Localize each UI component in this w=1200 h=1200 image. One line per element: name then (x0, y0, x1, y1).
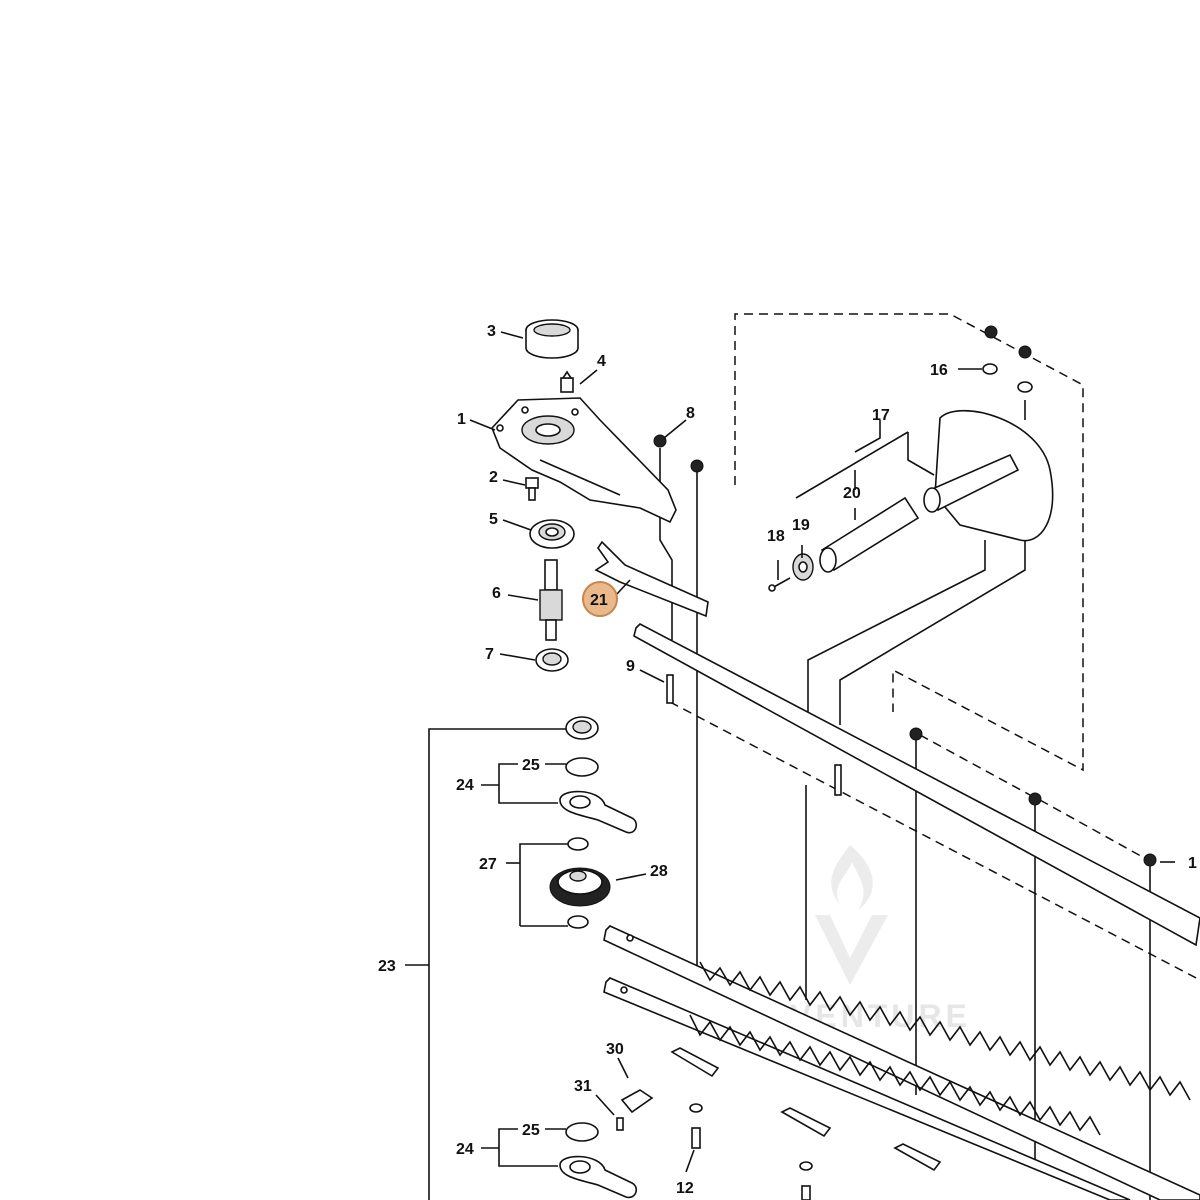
part-4-grease-fitting (560, 370, 574, 393)
part-3-cup (525, 319, 579, 359)
part-2-screw (525, 477, 539, 501)
part-16-washers (909, 325, 1157, 867)
part-5-ball-bearing (529, 519, 575, 549)
part-27-washer-top (567, 837, 589, 851)
part-12-screw (689, 1103, 813, 1200)
callout-28: 28 (650, 863, 668, 880)
part-7-ball-bearing (535, 648, 569, 672)
guide-lines (659, 400, 1151, 1200)
part-25-ring-upper (565, 757, 599, 777)
callout-6: 6 (492, 585, 501, 602)
callout-1-right: 1 (1188, 855, 1197, 872)
callout-5: 5 (489, 511, 498, 528)
callout-24-upper: 24 (456, 777, 474, 794)
callout-8: 8 (686, 405, 695, 422)
callout-9: 9 (626, 658, 635, 675)
callout-21[interactable]: 21 (590, 592, 608, 609)
part-27-washer-bottom (567, 915, 589, 929)
callout-3: 3 (487, 323, 496, 340)
callout-24-lower: 24 (456, 1141, 474, 1158)
blade-lower (603, 977, 1131, 1200)
callout-27: 27 (479, 856, 497, 873)
watermark: VENTURE (790, 845, 967, 1034)
leader-lines (469, 331, 1175, 1173)
callout-12: 12 (676, 1180, 694, 1197)
callout-25-upper: 25 (522, 757, 540, 774)
part-18-screw (768, 577, 791, 592)
part-17-hand-guard (923, 409, 1054, 542)
part-9-bolt (666, 674, 842, 796)
blade-upper (603, 925, 1200, 1200)
bearing-upper (565, 716, 599, 740)
bracket-lines (405, 368, 982, 1200)
callout-1: 1 (457, 411, 466, 428)
part-21-guide-plate (594, 540, 709, 618)
part-28-gear (549, 867, 611, 907)
callout-19: 19 (792, 517, 810, 534)
callout-2: 2 (489, 469, 498, 486)
part-19-washer (792, 553, 814, 581)
callout-25-lower: 25 (522, 1122, 540, 1139)
part-6-pinion-shaft (539, 559, 563, 641)
part-31-screw (616, 1117, 624, 1131)
callout-30: 30 (606, 1041, 624, 1058)
slider-blocks (670, 1047, 942, 1172)
callout-7: 7 (485, 646, 494, 663)
callout-20: 20 (843, 485, 861, 502)
callout-labels: 3 4 1 2 5 6 7 8 9 12 16 17 18 19 20 21 2… (378, 323, 1197, 1197)
callout-31: 31 (574, 1078, 592, 1095)
watermark-v-icon (815, 915, 888, 985)
callout-18: 18 (767, 528, 785, 545)
part-30-clip (620, 1089, 654, 1114)
part-24-connecting-rod-upper (559, 790, 638, 834)
part-8-nut (653, 434, 704, 473)
part-24-connecting-rod-lower (559, 1155, 638, 1199)
guide-bar (633, 623, 1200, 947)
callout-21-highlight[interactable] (582, 581, 618, 617)
part-1-gear-housing (491, 397, 677, 524)
part-25-ring-lower (565, 1122, 599, 1142)
callout-17: 17 (872, 407, 890, 424)
callout-4: 4 (597, 353, 606, 370)
watermark-flame-icon (831, 845, 873, 910)
part-20-tube (819, 496, 920, 573)
callout-23: 23 (378, 958, 396, 975)
callout-16: 16 (930, 362, 948, 379)
